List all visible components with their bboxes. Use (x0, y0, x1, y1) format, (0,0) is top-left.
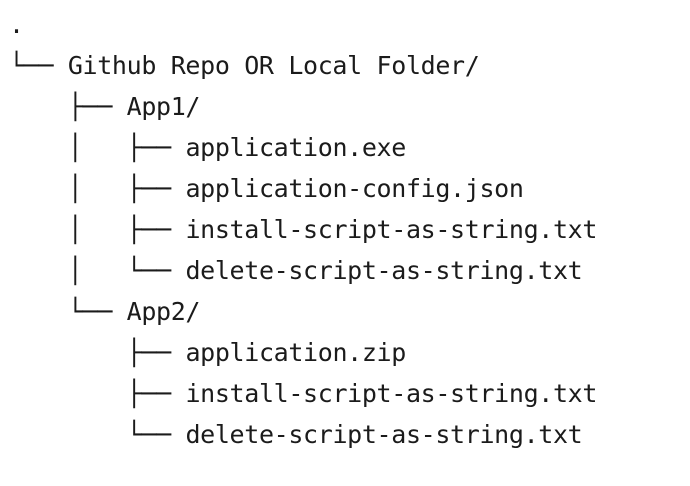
tree-row-github-repo-or-local-folder: └── Github Repo OR Local Folder/ (9, 45, 690, 86)
tree-branch-glyphs (9, 92, 68, 121)
tree-row-app1-install-script: │ ├── install-script-as-string.txt (9, 209, 690, 250)
tree-row-application-zip: ├── application.zip (9, 332, 690, 373)
tree-node-label: App2/ (126, 297, 201, 326)
tree-node-label: install-script-as-string.txt (185, 215, 598, 244)
tree-branch-glyphs (9, 420, 127, 449)
tree-branch-glyphs: │ (9, 174, 127, 203)
tree-connector-glyph: └── (67, 297, 127, 326)
tree-branch-glyphs (9, 297, 68, 326)
tree-row-application-config-json: │ ├── application-config.json (9, 168, 690, 209)
tree-node-label: application-config.json (185, 174, 524, 203)
tree-connector-glyph: └── (9, 51, 68, 80)
tree-row-app2-delete-script: └── delete-script-as-string.txt (9, 414, 690, 455)
tree-node-label: . (9, 10, 24, 39)
tree-connector-glyph: ├── (67, 92, 127, 121)
tree-row-app2: └── App2/ (9, 291, 690, 332)
tree-row-app2-install-script: ├── install-script-as-string.txt (9, 373, 690, 414)
tree-connector-glyph: └── (126, 256, 186, 285)
tree-row-app1-delete-script: │ └── delete-script-as-string.txt (9, 250, 690, 291)
tree-row-root: . (9, 4, 690, 45)
tree-node-label: delete-script-as-string.txt (185, 256, 583, 285)
tree-connector-glyph: ├── (126, 174, 186, 203)
tree-connector-glyph: ├── (126, 133, 186, 162)
tree-connector-glyph: ├── (126, 379, 186, 408)
tree-branch-glyphs (9, 379, 127, 408)
tree-node-label: install-script-as-string.txt (185, 379, 598, 408)
tree-connector-glyph: └── (126, 420, 186, 449)
tree-node-label: App1/ (126, 92, 201, 121)
directory-tree: . └── Github Repo OR Local Folder/ ├── A… (9, 4, 690, 455)
tree-node-label: application.zip (185, 338, 406, 367)
tree-node-label: delete-script-as-string.txt (185, 420, 583, 449)
tree-branch-glyphs: │ (9, 215, 127, 244)
tree-row-application-exe: │ ├── application.exe (9, 127, 690, 168)
tree-connector-glyph: ├── (126, 338, 186, 367)
tree-row-app1: ├── App1/ (9, 86, 690, 127)
tree-connector-glyph: ├── (126, 215, 186, 244)
tree-node-label: Github Repo OR Local Folder/ (67, 51, 480, 80)
tree-branch-glyphs (9, 338, 127, 367)
tree-branch-glyphs: │ (9, 256, 127, 285)
tree-node-label: application.exe (185, 133, 406, 162)
tree-branch-glyphs: │ (9, 133, 127, 162)
